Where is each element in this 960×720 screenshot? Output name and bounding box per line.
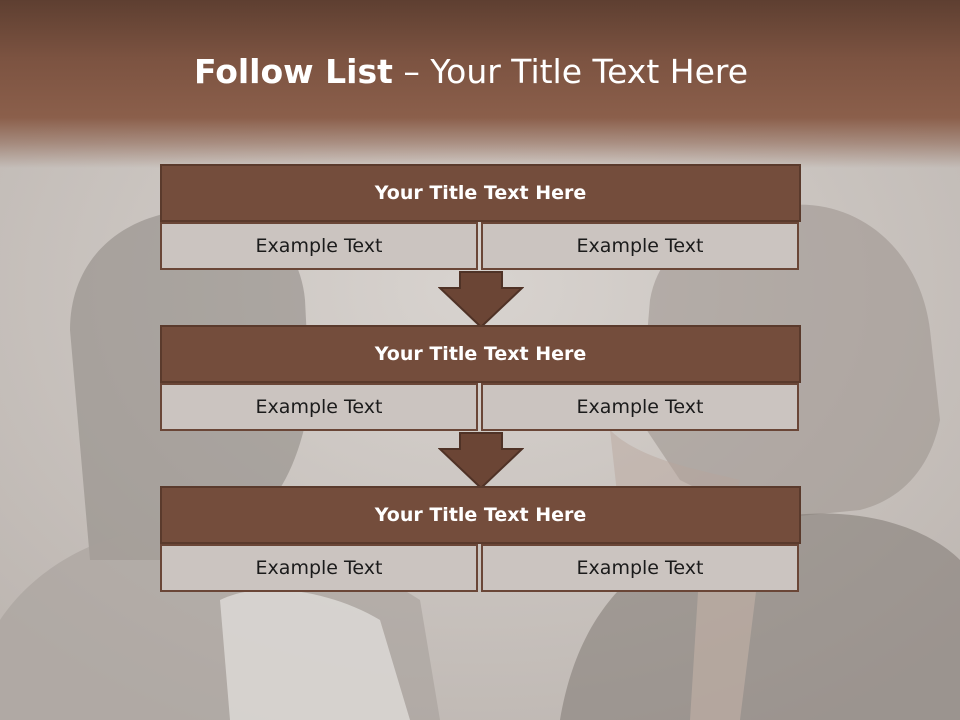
step-cell-left: Example Text [160, 544, 478, 592]
step-cell-left: Example Text [160, 222, 478, 270]
header-band [0, 0, 960, 168]
down-arrow-icon [438, 432, 524, 490]
step-title: Your Title Text Here [160, 486, 801, 544]
title-rest-part: – Your Title Text Here [392, 52, 749, 91]
step-cell-left: Example Text [160, 383, 478, 431]
slide-title: Follow List – Your Title Text Here [0, 52, 942, 91]
step-cell-right: Example Text [481, 383, 799, 431]
step-box-2: Your Title Text Here Example Text Exampl… [160, 325, 801, 431]
title-bold-part: Follow List [193, 52, 393, 91]
step-cell-right: Example Text [481, 222, 799, 270]
step-title: Your Title Text Here [160, 164, 801, 222]
step-title: Your Title Text Here [160, 325, 801, 383]
step-box-3: Your Title Text Here Example Text Exampl… [160, 486, 801, 592]
step-box-1: Your Title Text Here Example Text Exampl… [160, 164, 801, 270]
down-arrow-icon [438, 271, 524, 329]
step-cell-right: Example Text [481, 544, 799, 592]
